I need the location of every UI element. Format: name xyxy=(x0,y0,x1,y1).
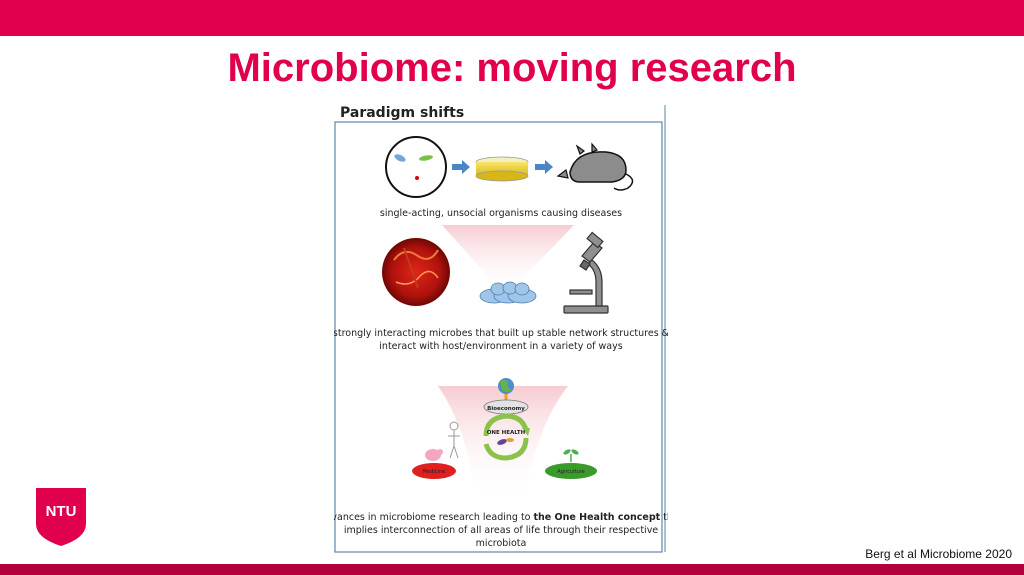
stage-single-organisms: single-acting, unsocial organisms causin… xyxy=(380,136,634,219)
arrow-right-icon-1 xyxy=(452,160,470,174)
paradigm-shifts-figure: Paradigm shifts single-acting, unsocial … xyxy=(334,100,668,556)
slide-title: Microbiome: moving research xyxy=(227,46,797,90)
bottom-accent-bar xyxy=(0,564,1024,575)
shield-icon xyxy=(36,488,86,546)
microscope-icon xyxy=(563,231,609,314)
cycle-arrows-icon xyxy=(483,413,530,461)
biofilm-image xyxy=(382,238,450,306)
caption-stage-2-line-2: interact with host/environment in a vari… xyxy=(379,341,622,352)
agriculture-label: Agriculture xyxy=(557,469,585,475)
microbe-cluster-icon xyxy=(479,281,537,304)
one-health-label: ONE HEALTH xyxy=(487,430,526,436)
top-accent-bar xyxy=(0,0,1024,36)
sprout-icon xyxy=(563,449,579,462)
globe-icon xyxy=(498,378,514,394)
ntu-logo: NTU xyxy=(36,488,86,546)
bioeconomy-label: Bioeconomy xyxy=(487,406,525,412)
arrow-right-icon-2 xyxy=(535,160,553,174)
pig-icon xyxy=(425,449,443,461)
mouse-icon xyxy=(556,142,634,191)
figure-heading: Paradigm shifts xyxy=(340,105,464,121)
stage-interacting-microbes: strongly interacting microbes that built… xyxy=(334,225,668,352)
citation: Berg et al Microbiome 2020 xyxy=(865,547,1012,561)
caption-stage-2-line-1: strongly interacting microbes that built… xyxy=(334,328,668,339)
medicine-oval xyxy=(412,463,456,479)
caption-stage-3-line-1: advances in microbiome research leading … xyxy=(334,512,668,523)
caption-stage-3-line-3: microbiota xyxy=(476,538,527,549)
ntu-logo-text: NTU xyxy=(46,503,77,520)
red-microbe xyxy=(415,176,419,180)
green-microbe xyxy=(419,155,433,161)
caption-stage-1: single-acting, unsocial organisms causin… xyxy=(380,208,622,219)
blue-microbe xyxy=(394,154,406,162)
agriculture-oval xyxy=(545,463,597,479)
cell-circle xyxy=(385,136,447,198)
pink-funnel-1 xyxy=(442,225,574,296)
petri-dish-icon xyxy=(475,156,529,182)
purple-microbe xyxy=(497,439,507,445)
orange-microbe xyxy=(506,438,514,442)
human-figure-icon xyxy=(448,421,460,459)
caption-stage-3-line-2: implies interconnection of all areas of … xyxy=(344,525,658,536)
stage-one-health: Bioeconomy ONE HEALTH Medicine xyxy=(334,378,668,549)
medicine-label: Medicine xyxy=(423,469,445,475)
